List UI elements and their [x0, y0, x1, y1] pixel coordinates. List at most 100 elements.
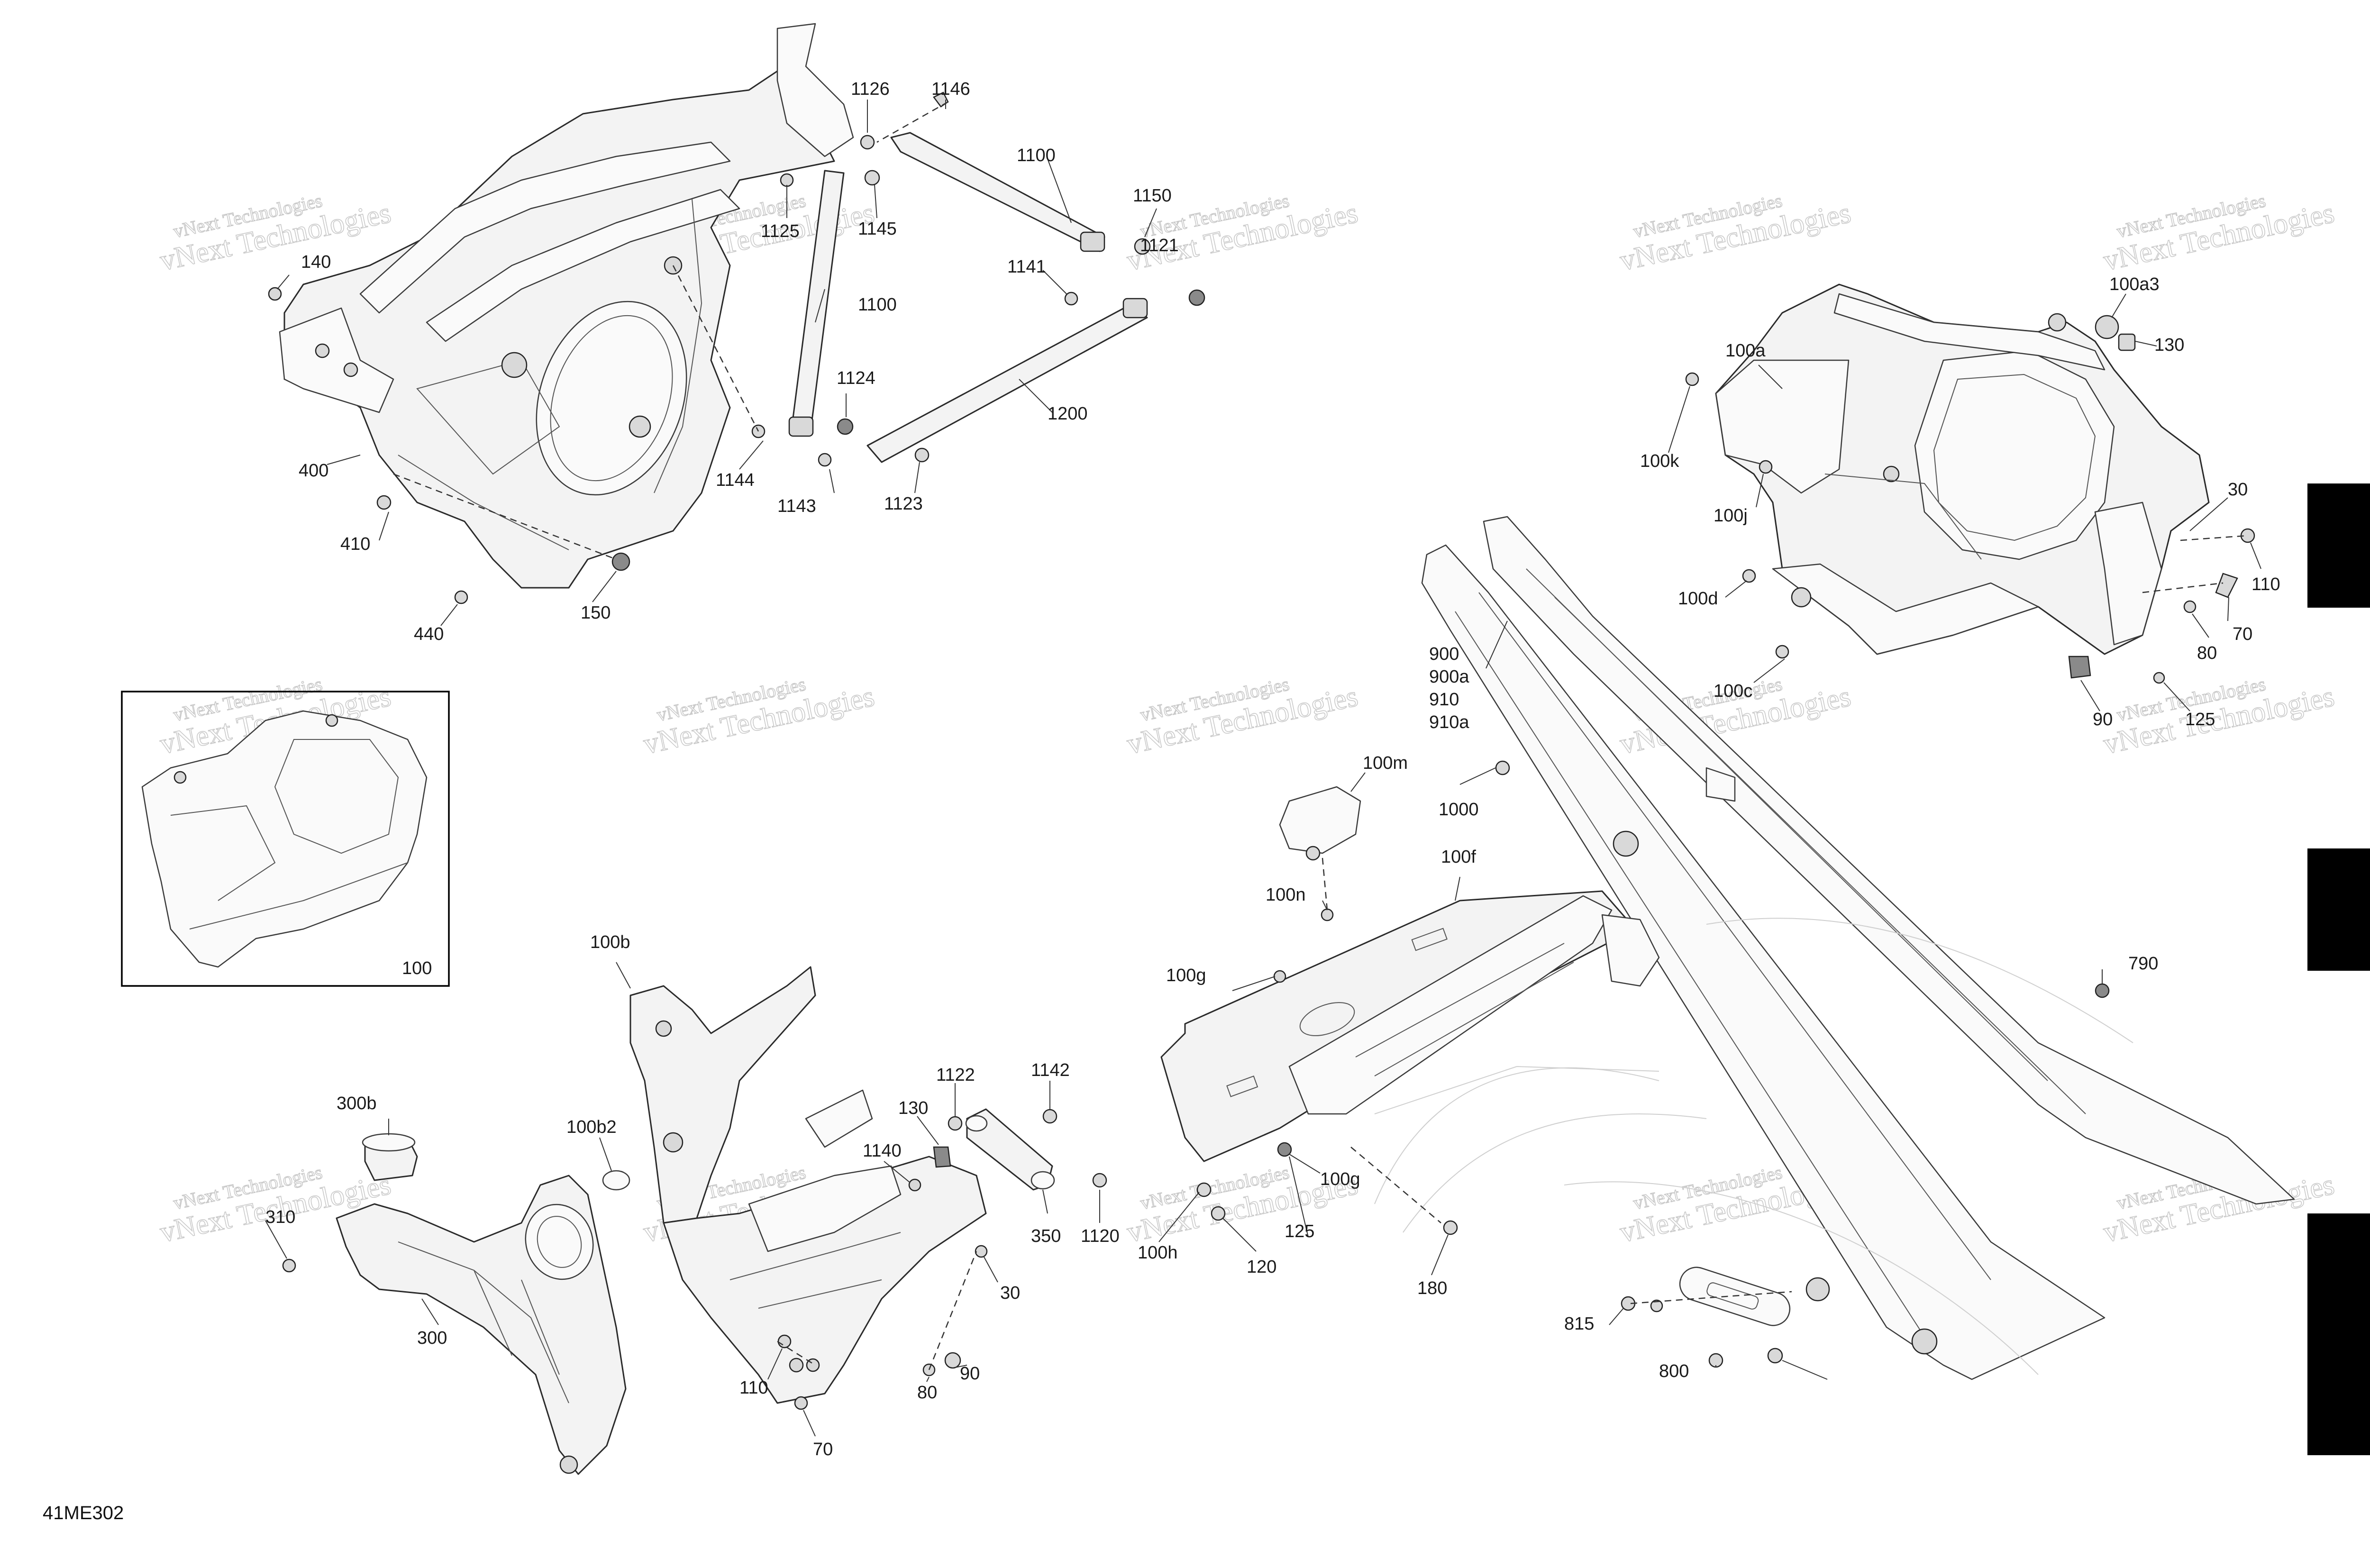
callout-1000: 1000	[1439, 800, 1479, 820]
callout-110-b: 110	[739, 1378, 768, 1398]
callout-910a: 910a	[1429, 712, 1469, 732]
callout-150: 150	[581, 603, 611, 623]
callout-1100: 1100	[1017, 146, 1056, 165]
callout-100g-b: 100g	[1320, 1169, 1360, 1189]
callout-100b2: 100b2	[566, 1117, 617, 1137]
callout-100j: 100j	[1714, 506, 1748, 526]
callout-920: 815	[1564, 1314, 1594, 1334]
callout-180: 180	[1417, 1278, 1447, 1298]
callouts-center: 100m 1000 100f 100n 100g 100g 125 100h 1…	[1138, 753, 1479, 1298]
callout-100n: 100n	[1266, 885, 1306, 905]
tie-rod-vertical	[788, 170, 845, 437]
leaders-bottom-left	[265, 1119, 439, 1325]
callout-110: 110	[2252, 574, 2280, 594]
watermark: vNext Technologies vNext Technologies	[640, 673, 877, 761]
callout-100d: 100d	[1678, 589, 1718, 609]
callout-1145: 1145	[858, 219, 897, 239]
callout-300b: 300b	[337, 1094, 377, 1113]
callout-100m: 100m	[1363, 753, 1408, 773]
pivot-bracket-assembly	[282, 1133, 627, 1475]
callouts-top-right: 100a3 130 100a 100k 100j 30 110 100d 70 …	[1640, 274, 2280, 663]
callout-30: 30	[2228, 480, 2248, 500]
callout-70: 70	[2233, 624, 2252, 644]
callout-1141: 1141	[1007, 257, 1046, 277]
callout-90: 90	[2093, 710, 2113, 729]
callout-100h: 100h	[1138, 1243, 1178, 1263]
tie-rod-upper	[890, 132, 1105, 252]
inset-label-100: 100	[402, 958, 432, 978]
inset-complete-frame: 100	[121, 691, 450, 987]
watermark: vNext Technologies vNext Technologies	[1617, 189, 1854, 277]
callout-1125: 1125	[761, 221, 800, 241]
callout-1100-b: 1100	[858, 295, 897, 315]
callout-125: 125	[2185, 710, 2215, 729]
callout-815: 800	[1659, 1361, 1689, 1381]
callout-440: 440	[414, 624, 444, 644]
skid-plate-assembly	[1160, 760, 1660, 1235]
leaders-rails	[1486, 620, 2103, 1380]
callout-790: 790	[2128, 954, 2158, 974]
fasteners-top-right	[1685, 315, 2255, 684]
callout-1143: 1143	[777, 496, 816, 516]
callout-350: 350	[1031, 1226, 1061, 1246]
callout-130-b: 130	[898, 1098, 928, 1118]
section-tab	[2307, 483, 2370, 608]
callouts-rails: 900 900a 910 910a 100c 90 125 790 815 80…	[1429, 644, 2215, 1381]
leaders-center	[1158, 767, 1496, 1276]
callout-100k: 100k	[1640, 451, 1679, 471]
callout-900: 900	[1429, 644, 1459, 664]
callout-1121: 1121	[1140, 236, 1179, 255]
watermark: vNext Technologies vNext Technologies	[1124, 1161, 1361, 1249]
callout-1142: 1142	[1031, 1060, 1070, 1080]
callout-100b: 100b	[590, 932, 630, 952]
fasteners-top-left	[268, 91, 1205, 604]
callout-100a3: 100a3	[2109, 274, 2160, 294]
callout-310: 310	[265, 1207, 295, 1227]
leaders-bottom-center	[599, 962, 1100, 1437]
callout-1150: 1150	[1133, 186, 1172, 206]
callout-100a: 100a	[1725, 341, 1766, 361]
callouts-bottom-center: 100b 100b2 1122 1142 130 1140 350 1120 3…	[566, 932, 1120, 1459]
watermark: vNext Technologies vNext Technologies	[1124, 673, 1361, 761]
document-code: 41ME302	[43, 1503, 124, 1523]
callouts-bottom-left: 300b 310 300	[265, 1094, 447, 1348]
callout-910: 910	[1429, 690, 1459, 710]
callout-1122: 1122	[936, 1065, 975, 1085]
callout-1200: 1200	[1048, 404, 1088, 424]
callout-80-b: 80	[917, 1383, 937, 1403]
subframe-100b	[602, 966, 987, 1404]
callout-80: 80	[2197, 643, 2217, 663]
callout-300: 300	[417, 1328, 447, 1348]
watermark: vNext Technologies vNext Technologies	[157, 189, 394, 277]
callout-900a: 900a	[1429, 667, 1469, 687]
watermark: vNext Technologies vNext Technologies	[2100, 673, 2337, 761]
section-tab	[2307, 1213, 2370, 1455]
tie-rod-lower	[866, 298, 1148, 463]
callout-120: 120	[1247, 1257, 1276, 1277]
watermark: vNext Technologies vNext Technologies	[2100, 189, 2337, 277]
callout-125-b: 125	[1285, 1222, 1314, 1241]
callout-100c: 100c	[1714, 681, 1752, 701]
callout-1124: 1124	[837, 368, 875, 388]
callout-1140: 1140	[863, 1141, 902, 1161]
callout-100g: 100g	[1166, 966, 1206, 985]
callouts-top-left: 1126 1146 1100 1125 1145 1150 1121 140 1…	[299, 79, 1179, 644]
section-tab	[2307, 848, 2370, 971]
leaders-top-left	[277, 100, 1157, 626]
callout-1120: 1120	[1081, 1226, 1120, 1246]
front-frame-assembly	[279, 23, 854, 589]
callout-100f: 100f	[1441, 847, 1476, 867]
leaders-top-right	[1668, 293, 2261, 711]
callout-410: 410	[340, 534, 370, 554]
callout-1126: 1126	[851, 79, 890, 99]
callout-90-b: 90	[960, 1364, 980, 1384]
callout-30-b: 30	[1000, 1283, 1020, 1303]
link-350	[965, 1108, 1055, 1191]
callout-1123: 1123	[884, 494, 923, 514]
callout-70-b: 70	[813, 1440, 833, 1459]
callout-130: 130	[2154, 335, 2184, 355]
callout-1146: 1146	[931, 79, 970, 99]
callout-400: 400	[299, 461, 328, 481]
rear-frame-assembly	[1715, 283, 2210, 655]
side-rails	[1374, 516, 2295, 1380]
